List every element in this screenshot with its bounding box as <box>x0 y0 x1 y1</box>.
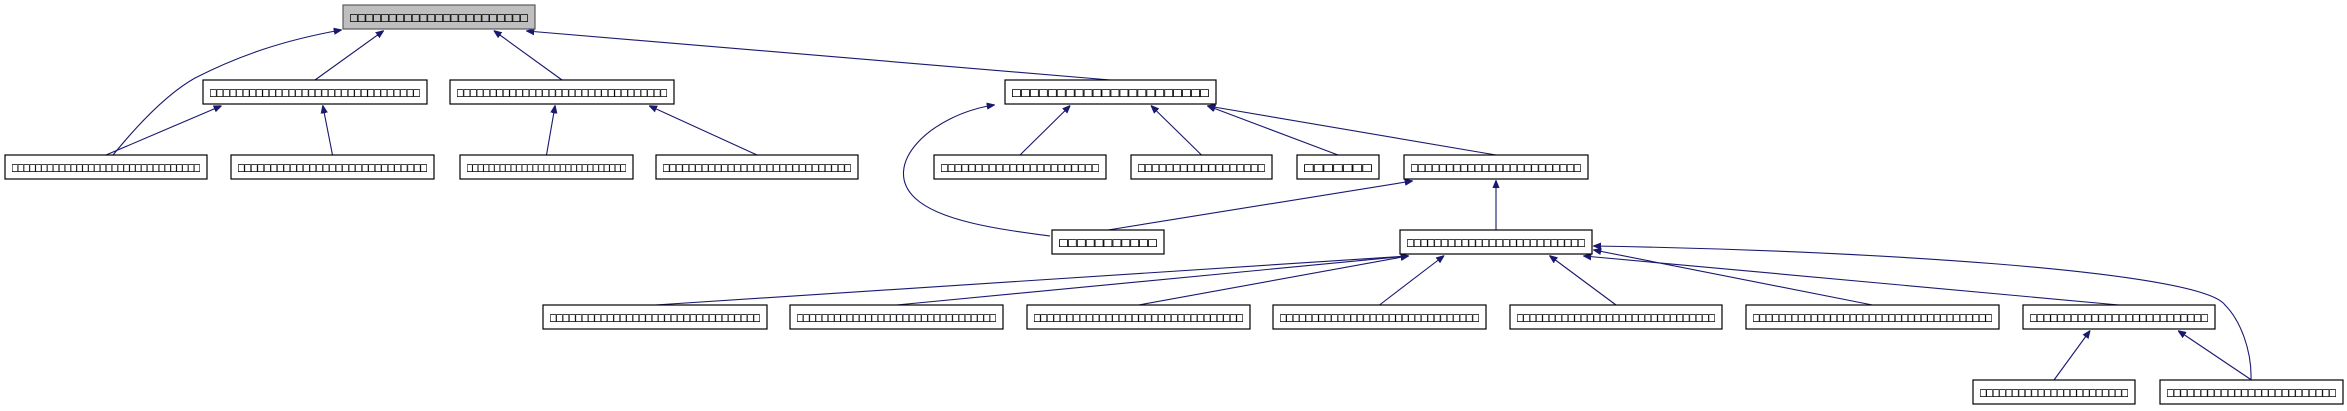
class-node-label: □□□□□□□□□□□□□□□□□□□□□□□□□□□□□ <box>663 161 851 176</box>
inheritance-edge <box>2053 331 2090 381</box>
inheritance-edge <box>2179 331 2252 381</box>
class-node[interactable]: □□□□□□□□□□□ <box>1051 229 1165 255</box>
inheritance-edge <box>1138 256 1409 306</box>
class-node[interactable]: □□□□□□□□□□□□□□□□□□□□□□□□□□ <box>2022 304 2216 330</box>
class-node-label: □□□□□□□□□□□□□□□□□□□□□□□□□ <box>2167 386 2336 401</box>
inheritance-edge <box>1208 106 1339 156</box>
class-node[interactable]: □□□□□□□□□□□□□□□□□□□□□□□□ <box>1403 154 1589 180</box>
inheritance-edge <box>650 106 758 156</box>
class-node-box <box>459 154 634 180</box>
class-node-label: □□□□□□□□□□□□□□□□□□□□□□□□□□□□□ <box>238 161 427 176</box>
inheritance-edge <box>323 106 334 156</box>
class-node-label: □□□□□□□□□□□ <box>1059 236 1157 251</box>
class-node-box <box>1399 229 1593 255</box>
class-node-label: □□□□□□□□□□□□□□□□□□□□□□□□□□ <box>2030 311 2208 326</box>
class-node-label: □□□□□□□□□□□□□□□□□□ <box>1138 161 1265 176</box>
class-node[interactable]: □□□□□□□□□□□□□□□□□□□□□□□□□□□□□□□□ <box>449 79 675 105</box>
inheritance-edge <box>112 30 341 156</box>
inheritance-edge <box>527 31 1111 81</box>
class-node-box <box>230 154 435 180</box>
class-node[interactable]: □□□□□□□□□□□□□□□□□□□□□□□□□□□□□ <box>459 154 634 180</box>
class-node-box <box>1051 229 1165 255</box>
class-node-label: □□□□□□□□□□□□□□□□□□□□□□□□□□□□□□□□□ <box>550 311 760 326</box>
inheritance-edge <box>1151 106 1202 156</box>
class-node[interactable]: □□□□□□□□□□□□□□□□□□□□□□□□□□□□□□□□ <box>202 79 428 105</box>
inheritance-edge <box>105 106 221 156</box>
class-node-label: □□□□□□□□□□□□□□□□□□□□□□□□□□□□□□□□□□□□□ <box>1753 311 1992 326</box>
class-node-box <box>342 4 536 30</box>
class-node-label: □□□□□□□□□□□□□□□□□□□□□□□□□□□□□□□□ <box>210 86 420 101</box>
class-node[interactable]: □□□□□□□□□□□□□□□□□□□□□□□□□□□□□ <box>655 154 859 180</box>
class-node[interactable]: □□□□□□□ <box>1296 154 1380 180</box>
class-node-box <box>1272 304 1487 330</box>
class-node-box <box>4 154 208 180</box>
class-node[interactable]: □□□□□□□□□□□□□□□□□□□□□□□□□□□□□□□□□□□□□ <box>1745 304 2000 330</box>
class-node-label: □□□□□□□□□□□□□□□□□□□□□□□□□□□□□□□ <box>1280 311 1479 326</box>
class-node-label: □□□□□□□□□□□□□□□□□□□□□□□□□□ <box>1407 236 1585 251</box>
inheritance-edge <box>1379 256 1444 306</box>
class-node-box <box>1509 304 1723 330</box>
class-node-label: □□□□□□□□□□□□□□□□□□□□□□□□□□□□□□□□ <box>1034 311 1243 326</box>
class-node-box <box>933 154 1107 180</box>
inheritance-edge <box>545 106 556 156</box>
class-node-label: □□□□□□□□□□□□□□□□□□□□□□□□□□□□□□□□ <box>12 161 200 176</box>
class-node[interactable]: □□□□□□□□□□□□□□□□□□ <box>1130 154 1273 180</box>
class-node-label: □□□□□□□□□□□□□□□□□□□□□□□□□□□□□ <box>467 161 626 176</box>
inheritance-edge <box>1019 106 1070 156</box>
class-node-label: □□□□□□□□□□□□□□□□□□□□□□□□□□□□□□□ <box>1517 311 1715 326</box>
inheritance-edge <box>1594 246 2252 381</box>
class-node-box <box>202 79 428 105</box>
class-node-box <box>655 154 859 180</box>
class-node-box <box>1130 154 1273 180</box>
inheritance-edge <box>1208 106 1497 156</box>
class-node-box <box>1972 379 2136 405</box>
inheritance-edge <box>896 256 1409 306</box>
class-node-label: □□□□□□□□□□□□□□□□□□□□□□ <box>1012 86 1209 101</box>
class-node-label: □□□□□□□□□□□□□□□□□□□□□□□□ <box>1411 161 1581 176</box>
inheritance-edge <box>1594 250 1873 306</box>
class-node[interactable]: □□□□□□□□□□□□□□□□□□□□□□□□□ <box>2159 379 2344 405</box>
edge-layer <box>105 30 2252 381</box>
class-node-label: □□□□□□□□□□□□□□□□□□□□□□□ <box>1980 386 2128 401</box>
inheritance-edge <box>1550 256 1617 306</box>
class-node-box <box>542 304 768 330</box>
root-class-node[interactable]: □□□□□□□□□□□□□□□□□□□□□□□ <box>342 4 536 30</box>
class-node[interactable]: □□□□□□□□□□□□□□□□□□□□□□□□□□ <box>1399 229 1593 255</box>
class-node-box <box>2159 379 2344 405</box>
class-node-label: □□□□□□□ <box>1304 161 1372 176</box>
class-node-label: □□□□□□□□□□□□□□□□□□□□□□□□□□□□□□□□ <box>797 311 996 326</box>
class-node-label: □□□□□□□□□□□□□□□□□□□□□□□ <box>941 161 1099 176</box>
class-node[interactable]: □□□□□□□□□□□□□□□□□□□□□□ <box>1004 79 1217 105</box>
inheritance-edge <box>902 105 1051 237</box>
class-node-box <box>1026 304 1251 330</box>
class-node[interactable]: □□□□□□□□□□□□□□□□□□□□□□□□□□□□□□□□ <box>1026 304 1251 330</box>
class-node-box <box>2022 304 2216 330</box>
class-node[interactable]: □□□□□□□□□□□□□□□□□□□□□□□ <box>1972 379 2136 405</box>
node-layer: □□□□□□□□□□□□□□□□□□□□□□□□□□□□□□□□□□□□□□□□… <box>4 4 2344 405</box>
class-node[interactable]: □□□□□□□□□□□□□□□□□□□□□□□□□□□□□□□ <box>1509 304 1723 330</box>
class-node-box <box>1004 79 1217 105</box>
class-node[interactable]: □□□□□□□□□□□□□□□□□□□□□□□□□□□□□ <box>230 154 435 180</box>
inheritance-edge <box>1584 256 2120 306</box>
class-node-box <box>1745 304 2000 330</box>
class-node[interactable]: □□□□□□□□□□□□□□□□□□□□□□□ <box>933 154 1107 180</box>
class-node-box <box>449 79 675 105</box>
class-node-label: □□□□□□□□□□□□□□□□□□□□□□□□□□□□□□□□ <box>457 86 667 101</box>
inheritance-edge <box>314 31 383 81</box>
class-node[interactable]: □□□□□□□□□□□□□□□□□□□□□□□□□□□□□□□□ <box>789 304 1004 330</box>
inheritance-edge <box>1107 181 1412 231</box>
class-node[interactable]: □□□□□□□□□□□□□□□□□□□□□□□□□□□□□□□□ <box>4 154 208 180</box>
class-node-label: □□□□□□□□□□□□□□□□□□□□□□□ <box>350 11 528 26</box>
class-node-box <box>789 304 1004 330</box>
class-node[interactable]: □□□□□□□□□□□□□□□□□□□□□□□□□□□□□□□□□ <box>542 304 768 330</box>
class-node-box <box>1403 154 1589 180</box>
class-node-box <box>1296 154 1380 180</box>
inheritance-edge <box>494 31 563 81</box>
class-node[interactable]: □□□□□□□□□□□□□□□□□□□□□□□□□□□□□□□ <box>1272 304 1487 330</box>
inheritance-edge <box>654 256 1408 306</box>
